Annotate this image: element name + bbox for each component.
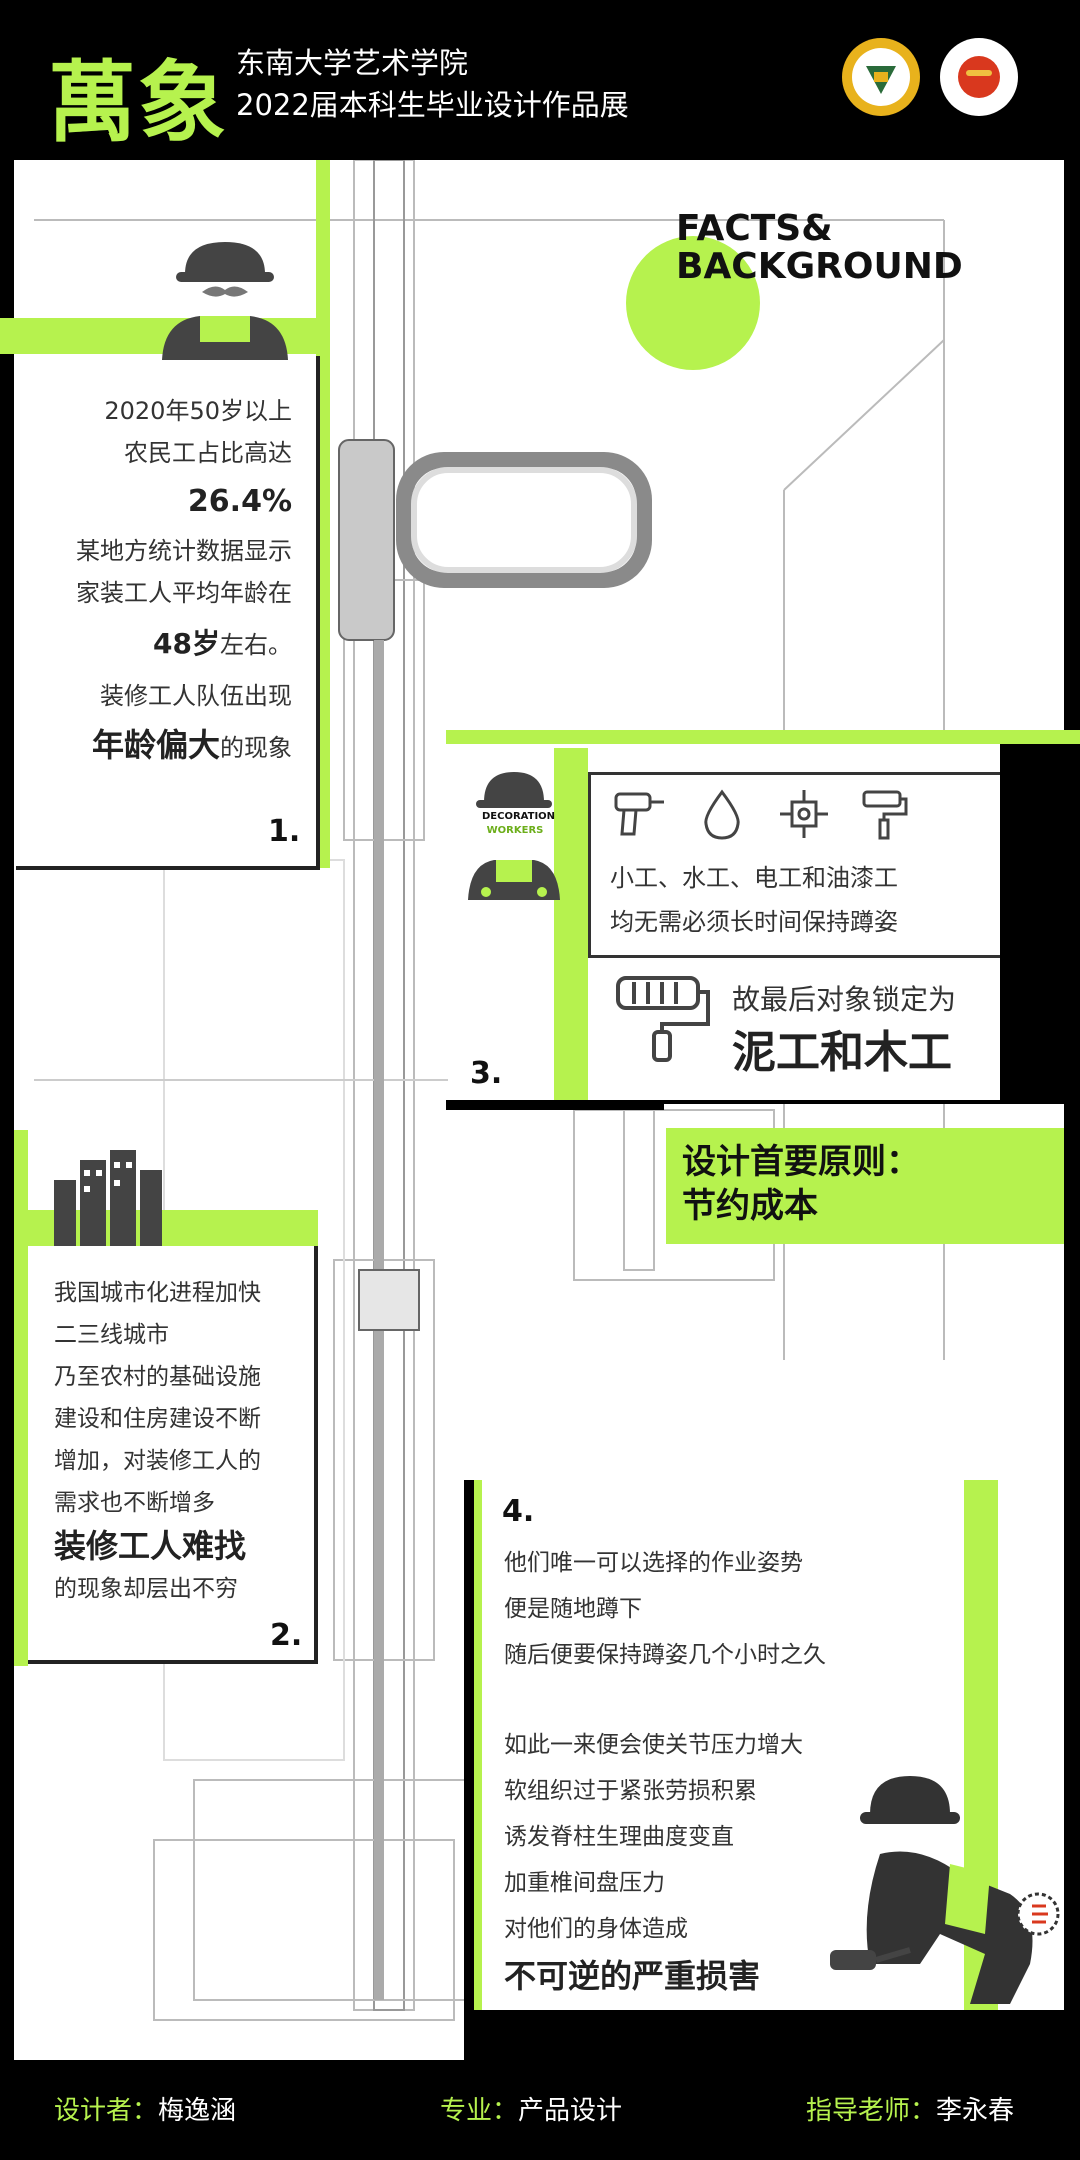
card2-tail: 的现象却层出不穷 bbox=[54, 1576, 238, 1602]
card1-line: 农民工占比高达 bbox=[124, 439, 292, 467]
worker-badge-icon bbox=[468, 772, 560, 900]
card1-number: 1. bbox=[268, 814, 301, 849]
card4-line: 随后便要保持蹲姿几个小时之久 bbox=[504, 1642, 826, 1668]
footer bbox=[0, 2060, 1080, 2160]
card4-green-edge bbox=[474, 1480, 482, 2060]
card1-line: 家装工人平均年龄在 bbox=[76, 579, 292, 607]
card4-line: 诱发脊柱生理曲度变直 bbox=[504, 1824, 734, 1850]
card2-green-band bbox=[28, 1210, 318, 1246]
card2 bbox=[28, 1246, 318, 1664]
facts-line2: BACKGROUND bbox=[676, 246, 963, 287]
card2-line: 二三线城市 bbox=[54, 1322, 169, 1348]
card1-line: 2020年50岁以上 bbox=[104, 397, 292, 425]
card1-line: 装修工人队伍出现 bbox=[100, 682, 292, 710]
machine-render bbox=[338, 439, 652, 2000]
paint-roller-icon bbox=[862, 790, 908, 840]
card4-line: 软组织过于紧张劳损积累 bbox=[504, 1778, 757, 1804]
footer-designer: 设计者：梅逸涵 bbox=[54, 2096, 237, 2126]
card3-green-strip bbox=[554, 748, 588, 1100]
card4-text: 他们唯一可以选择的作业姿势 便是随地蹲下 随后便要保持蹲姿几个小时之久 如此一来… bbox=[504, 1540, 826, 2000]
card2-text: 我国城市化进程加快 二三线城市 乃至农村的基础设施 建设和住房建设不断 增加，对… bbox=[54, 1272, 261, 1610]
card1-strong-line: 年龄偏大的现象 bbox=[91, 726, 292, 764]
principle-text: 设计首要原则： 节约成本 bbox=[682, 1140, 920, 1228]
card4-line: 如此一来便会使关节压力增大 bbox=[504, 1732, 803, 1758]
card2-strong: 装修工人难找 bbox=[54, 1527, 247, 1565]
card2-line: 建设和住房建设不断 bbox=[54, 1406, 261, 1432]
city-buildings-icon bbox=[54, 1150, 162, 1246]
card3-top-band bbox=[446, 730, 1080, 744]
card3-right-shadow bbox=[1000, 744, 1064, 1100]
badge-line2: WORKERS bbox=[486, 825, 544, 836]
card3-bottom-bar bbox=[446, 1100, 664, 1110]
card1-age-line: 48岁左右。 bbox=[153, 627, 292, 660]
card3-line: 小工、水工、电工和油漆工 bbox=[610, 864, 898, 892]
card4-line: 对他们的身体造成 bbox=[504, 1916, 688, 1942]
card4-left-bar bbox=[464, 1480, 474, 2060]
logo-title: 萬象 bbox=[48, 51, 229, 154]
card4-bottom-bar bbox=[474, 2010, 1064, 2060]
worker-badge-text: DECORATION WORKERS bbox=[482, 810, 556, 838]
squatting-worker-icon bbox=[830, 1776, 1060, 2004]
water-drop-icon bbox=[704, 789, 740, 840]
facts-heading: FACTS& BACKGROUND bbox=[676, 210, 963, 286]
card4-line: 便是随地蹲下 bbox=[504, 1596, 642, 1622]
footer-major: 专业：产品设计 bbox=[440, 2096, 623, 2126]
badge-line1: DECORATION bbox=[482, 811, 556, 822]
principle-line1: 设计首要原则： bbox=[682, 1142, 920, 1182]
card3-strong: 泥工和木工 bbox=[732, 1027, 952, 1078]
drill-icon bbox=[614, 792, 664, 836]
worker-mustache-icon bbox=[162, 242, 288, 360]
school-seal-icon bbox=[940, 38, 1018, 116]
card1-strong: 年龄偏大 bbox=[91, 726, 220, 764]
card3-line: 均无需必须长时间保持蹲姿 bbox=[610, 908, 898, 936]
roller-large-icon bbox=[616, 976, 710, 1062]
footer-advisor: 指导老师：李永春 bbox=[806, 2096, 1015, 2126]
university-seal-icon bbox=[842, 38, 920, 116]
card4-number: 4. bbox=[502, 1494, 535, 1529]
card1-text: 2020年50岁以上 农民工占比高达 26.4% 某地方统计数据显示 家装工人平… bbox=[36, 390, 292, 776]
card1-highlight: 26.4% bbox=[187, 484, 292, 519]
school-name: 东南大学艺术学院 bbox=[236, 46, 469, 80]
principle-box bbox=[666, 1128, 1064, 1244]
card1-line: 某地方统计数据显示 bbox=[76, 537, 292, 565]
card2-line: 我国城市化进程加快 bbox=[54, 1280, 261, 1306]
card3-lead: 故最后对象锁定为 bbox=[732, 983, 957, 1016]
card2-line: 需求也不断增多 bbox=[54, 1490, 215, 1516]
card4-line: 加重椎间盘压力 bbox=[504, 1870, 665, 1896]
card2-line: 乃至农村的基础设施 bbox=[54, 1364, 261, 1390]
card3-bottom-line bbox=[664, 1100, 1064, 1104]
card2-green-edge bbox=[14, 1130, 28, 1666]
exhibition-name: 2022届本科生毕业设计作品展 bbox=[236, 88, 629, 122]
facts-line1: FACTS& bbox=[676, 208, 833, 249]
card3-text: 小工、水工、电工和油漆工 均无需必须长时间保持蹲姿 bbox=[610, 856, 898, 944]
card2-number: 2. bbox=[270, 1618, 303, 1653]
card4-line: 他们唯一可以选择的作业姿势 bbox=[504, 1550, 803, 1576]
card1-age: 48岁 bbox=[153, 627, 220, 660]
card1 bbox=[16, 356, 320, 870]
circuit-icon bbox=[780, 790, 828, 838]
principle-line2: 节约成本 bbox=[682, 1186, 818, 1226]
accent-circle bbox=[626, 236, 760, 370]
card3-number: 3. bbox=[470, 1056, 503, 1091]
card2-line: 增加，对装修工人的 bbox=[54, 1448, 261, 1474]
card4-strong: 不可逆的严重损害 bbox=[504, 1957, 761, 1995]
header-subtitle: 东南大学艺术学院 2022届本科生毕业设计作品展 bbox=[236, 42, 629, 126]
